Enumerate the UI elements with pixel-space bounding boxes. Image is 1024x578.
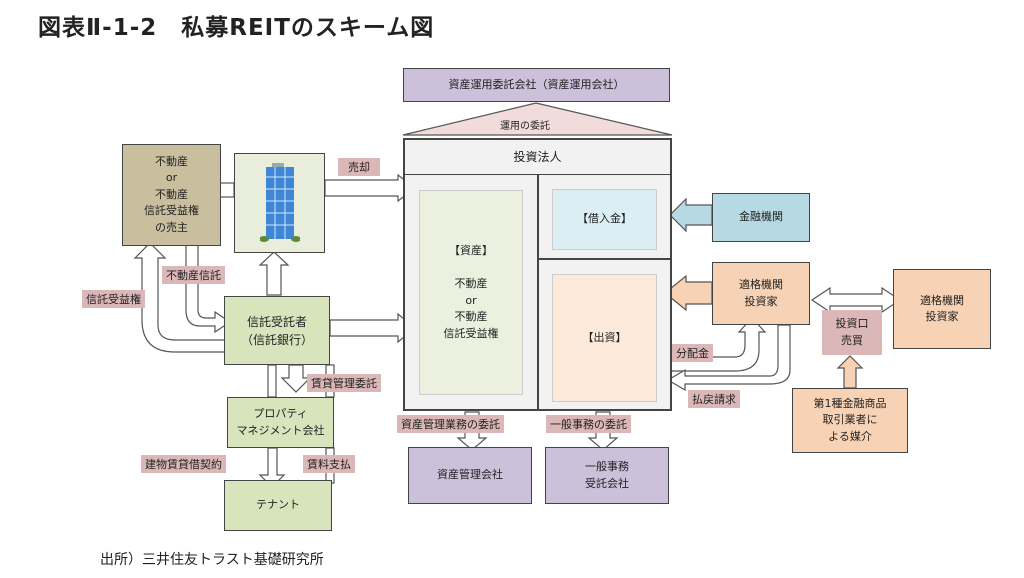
equity-box: 【出資】 bbox=[552, 274, 657, 402]
label-rent: 賃料支払 bbox=[303, 455, 355, 473]
qii-box-2: 適格機関 投資家 bbox=[893, 269, 991, 349]
figure-title: 図表Ⅱ-1-2 私募REITのスキーム図 bbox=[38, 15, 435, 41]
arrow-lender bbox=[669, 197, 713, 233]
trustee-box: 信託受託者 （信託銀行） bbox=[224, 296, 330, 365]
divider-horizontal bbox=[537, 258, 672, 260]
source-note: 出所）三井住友トラスト基礎研究所 bbox=[100, 552, 324, 568]
lender-box: 金融機関 bbox=[712, 193, 810, 242]
seller-box: 不動産 or 不動産 信託受益権 の売主 bbox=[122, 144, 221, 246]
arrow-redemption bbox=[666, 324, 791, 392]
borrowings-box: 【借入金】 bbox=[552, 189, 657, 250]
label-sale: 売却 bbox=[338, 158, 380, 176]
arrow-broker bbox=[836, 355, 864, 389]
entrustment-label: 運用の委託 bbox=[500, 121, 550, 132]
asset-manager-box: 資産運用委託会社（資産運用会社） bbox=[403, 68, 670, 102]
broker-box: 第1種金融商品 取引業者に よる媒介 bbox=[792, 388, 908, 453]
label-re-trust: 不動産信託 bbox=[162, 266, 225, 284]
roof-triangle bbox=[402, 102, 673, 136]
line-trustee-tenant-1 bbox=[267, 364, 277, 398]
arrow-qii-equity bbox=[664, 274, 713, 312]
arrow-sale bbox=[324, 173, 416, 203]
arrow-lease-mgmt bbox=[280, 364, 312, 393]
pm-company-box: プロパティ マネジメント会社 bbox=[227, 397, 334, 448]
arrow-beneficial bbox=[133, 242, 229, 353]
label-dividend: 分配金 bbox=[672, 344, 713, 362]
tenant-box: テナント bbox=[224, 480, 332, 531]
label-admin: 一般事務の委託 bbox=[546, 415, 631, 433]
custodian-box: 資産管理会社 bbox=[408, 447, 532, 504]
label-beneficial: 信託受益権 bbox=[82, 290, 145, 308]
arrow-re-trust bbox=[185, 239, 232, 334]
assets-box: 【資産】 不動産 or 不動産 信託受益権 bbox=[419, 190, 523, 395]
building-icon bbox=[259, 163, 300, 242]
arrow-trade bbox=[810, 286, 902, 314]
building-box bbox=[234, 153, 325, 253]
admin-agent-box: 一般事務 受託会社 bbox=[545, 447, 669, 504]
trade-box: 投資口 売買 bbox=[822, 310, 882, 355]
divider-vertical bbox=[537, 175, 539, 411]
arrow-trustee-building bbox=[258, 251, 290, 296]
label-custody: 資産管理業務の委託 bbox=[397, 415, 504, 433]
label-redemption: 払戻請求 bbox=[688, 390, 740, 408]
label-lease-mgmt: 賃貸管理委託 bbox=[307, 374, 381, 392]
qii-box-1: 適格機関 投資家 bbox=[712, 262, 810, 325]
investment-corp-title: 投資法人 bbox=[403, 138, 672, 175]
label-lease-contract: 建物賃貸借契約 bbox=[141, 455, 226, 473]
